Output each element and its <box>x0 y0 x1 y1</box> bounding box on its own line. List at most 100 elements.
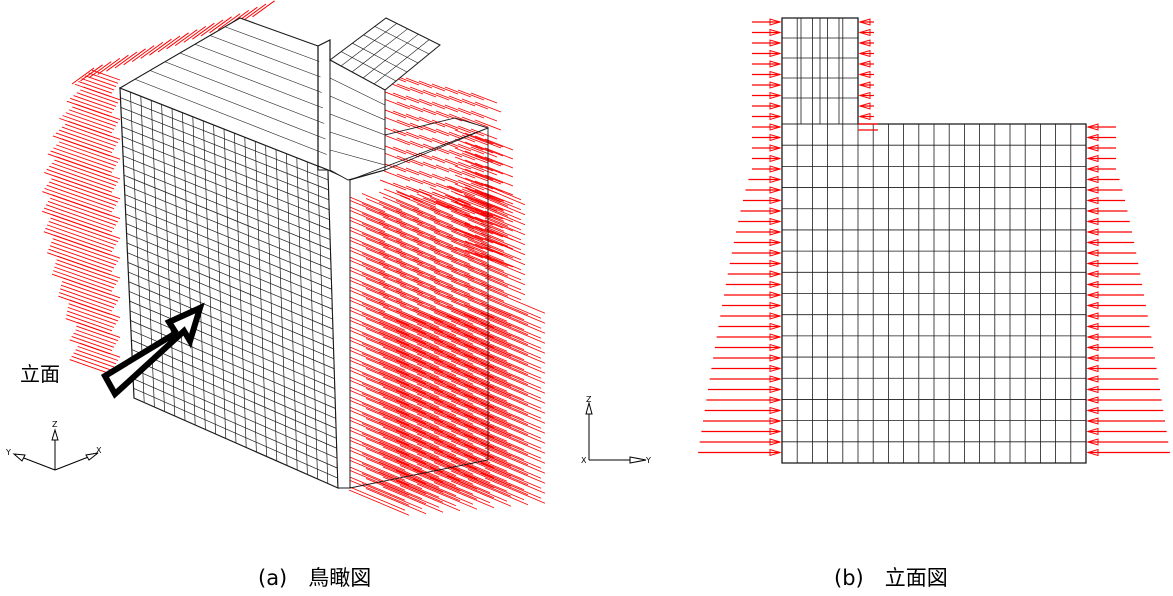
iso-load-right <box>463 464 525 491</box>
iso-load-upper <box>457 179 485 191</box>
iso-load-right <box>463 404 525 431</box>
iso-load-right <box>467 289 529 316</box>
iso-load-right <box>399 325 461 352</box>
axis-triad-b <box>585 401 647 464</box>
iso-load-right <box>463 224 505 242</box>
iso-load-right <box>429 267 471 285</box>
iso-load-right <box>480 432 542 459</box>
iso-front-hline <box>126 232 333 320</box>
iso-load-left <box>60 284 117 305</box>
isometric-model <box>42 0 546 516</box>
iso-load-upper <box>454 228 484 241</box>
iso-load-right <box>361 303 423 330</box>
iso-load-upper <box>444 104 472 116</box>
iso-load-left <box>76 325 119 342</box>
load-arrowhead-right <box>1086 249 1099 257</box>
iso-load-right <box>399 485 461 512</box>
iso-load-right <box>365 358 427 385</box>
iso-load-upper <box>422 197 450 209</box>
iso-load-right <box>361 323 423 350</box>
iso-load-right <box>480 402 542 429</box>
iso-load-upper <box>484 147 514 160</box>
iso-tower-grid <box>373 39 430 85</box>
iso-load-right <box>378 371 440 398</box>
iso-load-right <box>361 213 403 231</box>
iso-load-left <box>51 241 117 266</box>
iso-load-right <box>480 472 542 499</box>
iso-load-right <box>348 459 410 486</box>
iso-load-right <box>399 255 441 273</box>
iso-load-right <box>467 329 529 356</box>
iso-load-left <box>73 352 115 368</box>
iso-front-hline <box>130 320 336 409</box>
iso-load-right <box>429 317 491 344</box>
iso-load-right <box>463 384 525 411</box>
load-arrowhead-right <box>1086 270 1099 278</box>
iso-load-right <box>395 450 457 477</box>
iso-load-upper <box>474 119 502 131</box>
axis-z-label-b: Z <box>586 395 592 404</box>
iso-load-left <box>68 109 117 127</box>
iso-load-right <box>365 448 427 475</box>
load-arrowhead-right <box>1086 154 1099 163</box>
iso-roof-line <box>134 78 327 155</box>
iso-load-right <box>433 232 475 250</box>
iso-load-left <box>51 162 117 187</box>
iso-load-right <box>463 454 525 481</box>
iso-load-upper <box>383 116 411 128</box>
iso-load-upper <box>418 116 446 128</box>
iso-load-right <box>446 395 508 422</box>
iso-load-upper <box>457 89 485 101</box>
iso-load-right <box>450 280 492 299</box>
iso-load-upper <box>484 183 514 196</box>
iso-load-right <box>429 397 491 424</box>
iso-load-right <box>412 278 454 297</box>
iso-load-right <box>344 354 406 381</box>
load-arrowhead-left <box>769 270 782 278</box>
load-arrowhead-right <box>858 112 871 121</box>
iso-load-left <box>49 165 115 190</box>
iso-load-upper <box>444 176 472 188</box>
iso-load-right <box>429 247 471 265</box>
iso-load-right <box>467 429 529 456</box>
iso-load-left <box>52 194 121 220</box>
iso-load-right <box>467 389 529 416</box>
load-arrowhead-right <box>1086 385 1099 394</box>
iso-load-right <box>480 342 542 369</box>
iso-load-upper <box>474 171 504 184</box>
iso-load-top <box>157 35 181 53</box>
iso-load-right <box>446 275 488 294</box>
iso-load-right <box>382 386 444 413</box>
iso-load-right <box>433 242 475 260</box>
iso-load-right <box>348 289 390 308</box>
load-arrowhead-left <box>769 18 782 26</box>
iso-load-right <box>361 473 423 500</box>
iso-load-upper <box>474 252 504 265</box>
iso-front-hline <box>120 97 329 181</box>
iso-load-left <box>54 266 115 289</box>
load-arrowhead-left <box>769 417 782 425</box>
iso-load-upper <box>379 179 407 191</box>
iso-load-left <box>47 200 117 226</box>
iso-load-right <box>378 421 440 448</box>
iso-load-right <box>348 249 390 268</box>
iso-load-right <box>433 252 475 270</box>
load-arrowhead-left <box>769 112 782 121</box>
iso-load-right <box>399 195 441 213</box>
iso-load-right <box>365 298 427 325</box>
iso-front-hline <box>120 107 329 191</box>
iso-load-left <box>79 342 121 358</box>
iso-load-right <box>365 208 407 226</box>
iso-load-upper <box>454 138 484 151</box>
iso-load-right <box>480 462 542 489</box>
iso-load-right <box>480 442 542 469</box>
iso-load-right <box>412 208 454 227</box>
iso-load-upper <box>470 182 498 194</box>
iso-load-top <box>200 19 224 37</box>
iso-front-hline <box>122 145 331 230</box>
load-arrowhead-left <box>769 343 782 352</box>
iso-load-right <box>416 213 458 232</box>
iso-roof-line <box>194 43 322 93</box>
iso-front-hline <box>125 203 332 290</box>
iso-load-right <box>463 414 525 441</box>
